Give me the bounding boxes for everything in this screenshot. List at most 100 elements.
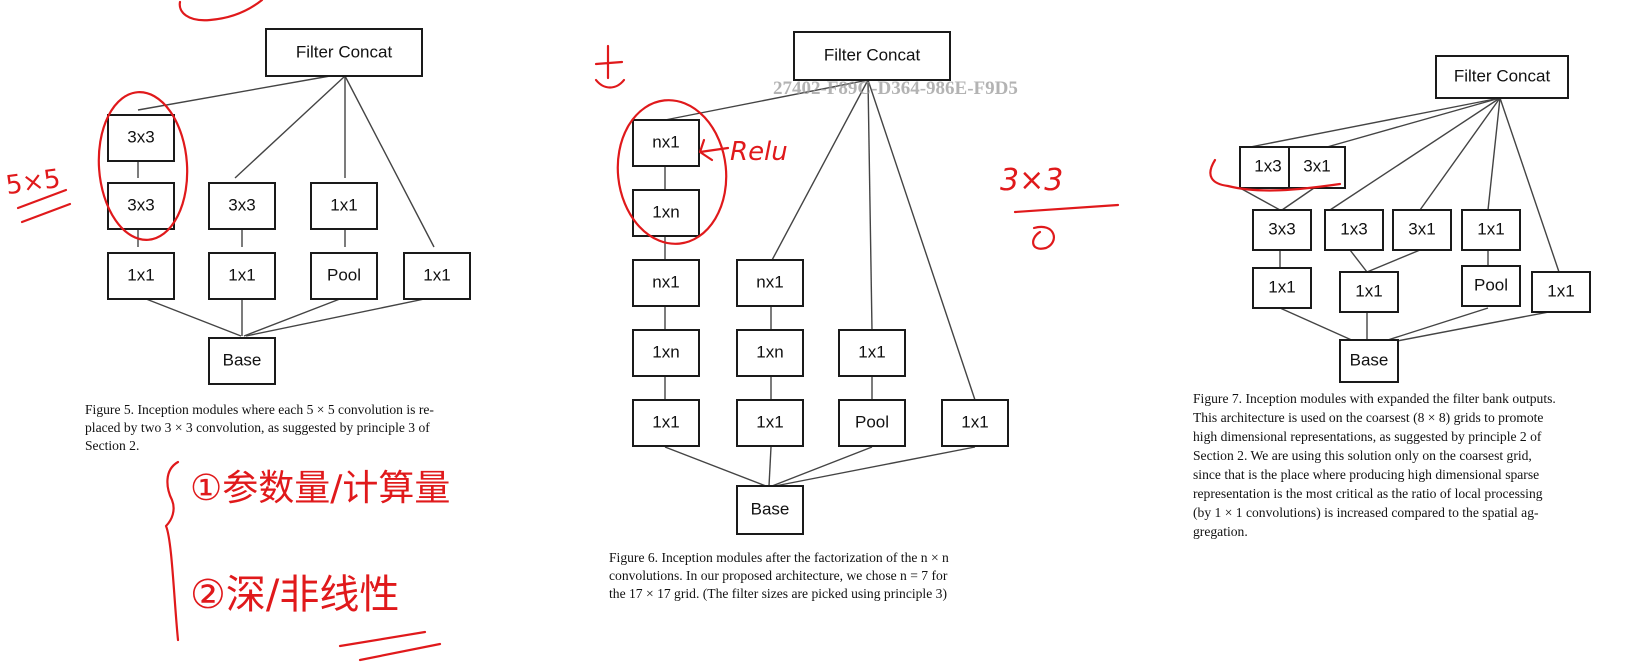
- box-label: Pool: [1474, 275, 1508, 294]
- box-label: 1x1: [228, 265, 255, 284]
- caption-line: Figure 5. Inception modules where each 5…: [85, 402, 434, 417]
- box-label: 1x1: [423, 265, 450, 284]
- box-label: nx1: [652, 132, 679, 151]
- box-1x1: 1x1: [310, 182, 378, 230]
- box-filter-concat: Filter Concat: [1435, 55, 1569, 99]
- box-base: Base: [208, 337, 276, 385]
- box-1x1: 1x1: [1531, 271, 1591, 313]
- figure-5-caption: Figure 5. Inception modules where each 5…: [85, 402, 434, 453]
- caption-line: This architecture is used on the coarses…: [1193, 410, 1543, 426]
- box-label: Filter Concat: [824, 45, 921, 64]
- caption-line: convolutions. In our proposed architectu…: [609, 568, 948, 583]
- box-label: nx1: [652, 272, 679, 291]
- box-base: Base: [736, 485, 804, 535]
- note-line-1: ①参数量/计算量: [190, 468, 450, 509]
- box-label: 1x1: [1477, 219, 1504, 238]
- annotation-3x3: 3×3: [1000, 163, 1063, 198]
- box-3x3: 3x3: [107, 182, 175, 230]
- caption-line: Section 2.: [85, 438, 139, 453]
- box-1x3: 1x3: [1239, 146, 1297, 189]
- box-1x3: 1x3: [1324, 209, 1384, 251]
- box-1x1: 1x1: [838, 329, 906, 377]
- box-label: Pool: [855, 412, 889, 431]
- box-label: 1x1: [1268, 277, 1295, 296]
- figure-7-caption: Figure 7. Inception modules with expande…: [1193, 391, 1556, 539]
- box-1x1: 1x1: [403, 252, 471, 300]
- box-nx1: nx1: [632, 259, 700, 307]
- caption-line: representation is the most critical as t…: [1193, 486, 1543, 501]
- figure-7: Filter Concat 1x3 3x1 3x3 1x3 3x1 1x1 1: [1193, 55, 1591, 539]
- caption-line: the 17 × 17 grid. (The filter sizes are …: [609, 586, 947, 602]
- caption-line: high dimensional representations, as sug…: [1193, 429, 1542, 444]
- box-label: 3x3: [228, 195, 255, 214]
- box-label: 1x1: [858, 342, 885, 361]
- caption-line: gregation.: [1193, 524, 1248, 539]
- figure-6: Filter Concat nx1 1xn nx1 1xn 1x1 nx1 1: [609, 31, 1009, 602]
- box-label: 1x1: [1355, 281, 1382, 300]
- fraction-bar: [1013, 203, 1120, 214]
- circle-stacked-3x3: [97, 91, 189, 241]
- box-1x1: 1x1: [941, 399, 1009, 447]
- box-3x1: 3x1: [1392, 209, 1452, 251]
- figure-6-caption: Figure 6. Inception modules after the fa…: [609, 550, 949, 602]
- handwritten-annotations: 5×5 Relu 3×3 ①参数量/计算量 ②深/非线性: [4, 0, 1342, 662]
- figure-7-connectors: [1239, 97, 1560, 347]
- box-label: 1x1: [756, 412, 783, 431]
- box-label: Filter Concat: [1454, 66, 1551, 85]
- box-label: 1x1: [1547, 281, 1574, 300]
- box-label: 1xn: [652, 202, 679, 221]
- annotation-relu: Relu: [730, 137, 788, 167]
- box-label: Filter Concat: [296, 42, 393, 61]
- box-1xn: 1xn: [632, 329, 700, 377]
- caption-line: Figure 7. Inception modules with expande…: [1193, 391, 1556, 406]
- box-label: Pool: [327, 265, 361, 284]
- box-1x1: 1x1: [1252, 267, 1312, 309]
- box-3x3: 3x3: [1252, 209, 1312, 251]
- box-1xn: 1xn: [736, 329, 804, 377]
- box-label: 1x3: [1254, 156, 1281, 175]
- caption-line: Section 2. We are using this solution on…: [1193, 448, 1532, 463]
- box-1x1: 1x1: [1339, 271, 1399, 313]
- figure-6-connectors: [664, 79, 976, 487]
- box-1x1: 1x1: [736, 399, 804, 447]
- box-label: Base: [1350, 350, 1389, 369]
- mark-fig7-1x3: [1209, 158, 1342, 192]
- box-pool: Pool: [310, 252, 378, 300]
- box-nx1: nx1: [632, 119, 700, 167]
- scribble-top: [178, 0, 264, 22]
- box-label: 3x3: [1268, 219, 1295, 238]
- box-label: 1x1: [127, 265, 154, 284]
- box-label: nx1: [756, 272, 783, 291]
- box-label: 3x3: [127, 195, 154, 214]
- box-filter-concat: Filter Concat: [793, 31, 951, 81]
- underline-notes: [338, 630, 442, 662]
- box-3x3: 3x3: [208, 182, 276, 230]
- fraction-denominator: [1032, 225, 1055, 250]
- caption-line: (by 1 × 1 convolutions) is increased com…: [1193, 505, 1539, 521]
- box-label: 3x3: [127, 127, 154, 146]
- box-label: 1x1: [652, 412, 679, 431]
- box-1xn: 1xn: [632, 189, 700, 237]
- box-1x1: 1x1: [1461, 209, 1521, 251]
- box-label: 1xn: [756, 342, 783, 361]
- box-label: 3x1: [1408, 219, 1435, 238]
- box-label: 3x1: [1303, 156, 1330, 175]
- box-3x1: 3x1: [1288, 146, 1346, 189]
- underline-5x5: [16, 188, 72, 224]
- caption-line: Figure 6. Inception modules after the fa…: [609, 550, 949, 565]
- brace-notes: [164, 460, 180, 642]
- figure-5-connectors: [137, 75, 435, 337]
- box-1x1: 1x1: [107, 252, 175, 300]
- box-label: 1x1: [961, 412, 988, 431]
- box-1x1: 1x1: [632, 399, 700, 447]
- box-1x1: 1x1: [208, 252, 276, 300]
- mark-fig6-top: [594, 44, 626, 89]
- note-line-2: ②深/非线性: [190, 572, 399, 618]
- arrow-relu: [698, 138, 730, 162]
- box-filter-concat: Filter Concat: [265, 28, 423, 77]
- box-base: Base: [1339, 339, 1399, 383]
- box-nx1: nx1: [736, 259, 804, 307]
- caption-line: placed by two 3 × 3 convolution, as sugg…: [85, 420, 430, 435]
- circle-nx1-1xn: [616, 99, 728, 245]
